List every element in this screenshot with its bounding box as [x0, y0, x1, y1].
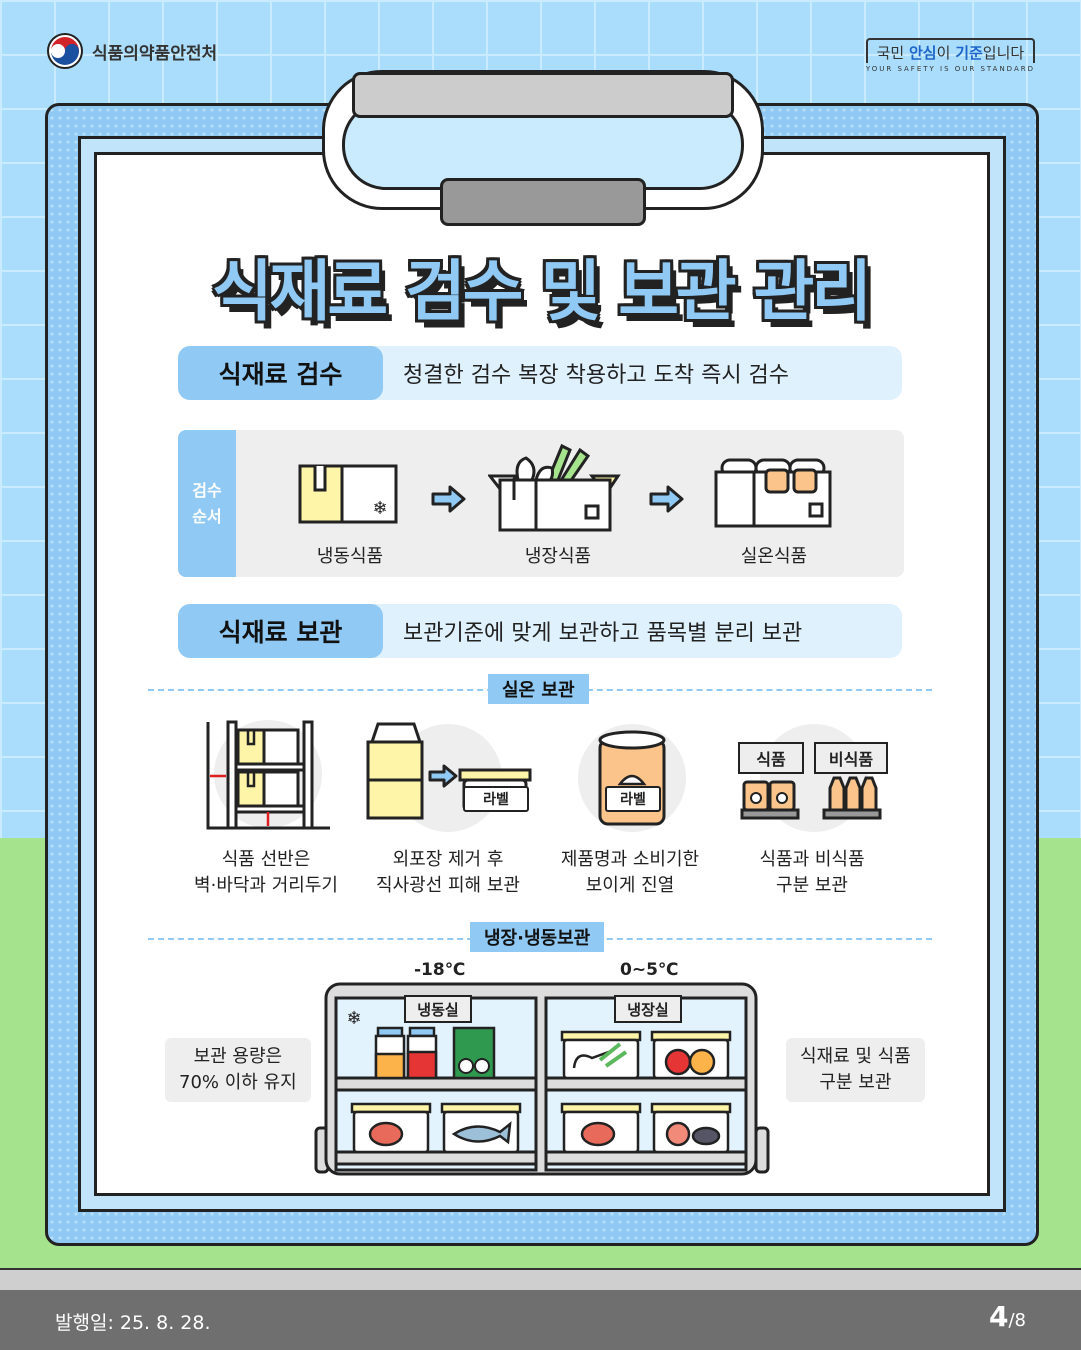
- freezer-label: 냉동실: [404, 995, 472, 1023]
- shelf-distance-icon: [206, 720, 330, 830]
- agency-logo: 식품의약품안전처: [46, 32, 217, 70]
- clip-bottom-bar: [440, 178, 646, 226]
- slogan-main: 국민 안심이 기준입니다: [865, 38, 1035, 63]
- inspection-label: 식재료 검수: [178, 346, 383, 400]
- food-tag: 식품: [738, 742, 804, 774]
- nonfood-tag: 비식품: [814, 742, 888, 774]
- canned-goods-box-icon: [714, 458, 832, 528]
- storage-text: 보관기준에 맞게 보관하고 품목별 분리 보관: [403, 621, 803, 646]
- room-temp-tag: 실온 보관: [488, 674, 589, 704]
- page-title: 식재료 검수 및 보관 관리: [211, 253, 872, 330]
- publish-date: 발행일: 25. 8. 28.: [55, 1312, 211, 1334]
- fridge-label: 냉장실: [614, 995, 682, 1023]
- page-current: 4: [988, 1300, 1009, 1333]
- label-tag: 라벨: [605, 786, 661, 812]
- slogan: 국민 안심이 기준입니다 YOUR SAFETY IS OUR STANDARD: [865, 38, 1035, 73]
- floor-strip: [0, 1268, 1081, 1292]
- footer-bar: [0, 1290, 1081, 1350]
- svg-text:❄: ❄: [346, 1008, 361, 1029]
- refrigerator-illustration: ❄: [314, 982, 770, 1176]
- storage-bar: 식재료 보관 보관기준에 맞게 보관하고 품목별 분리 보관: [178, 604, 902, 658]
- svg-text:❄: ❄: [372, 498, 387, 519]
- inspection-text: 청결한 검수 복장 착용하고 도착 즉시 검수: [403, 363, 790, 388]
- frozen-box-icon: ❄: [298, 464, 398, 524]
- taegeuk-emblem-icon: [47, 33, 83, 69]
- cold-storage-tag: 냉장·냉동보관: [470, 922, 605, 952]
- fridge-temperature: 0~5℃: [620, 960, 679, 980]
- agency-name: 식품의약품안전처: [92, 43, 218, 64]
- arrow-right-icon: [431, 485, 466, 513]
- storage-label: 식재료 보관: [178, 604, 383, 658]
- slogan-sub: YOUR SAFETY IS OUR STANDARD: [865, 65, 1035, 73]
- label-tag: 라벨: [463, 786, 529, 812]
- vegetable-box-icon: [488, 443, 621, 532]
- step-chilled-caption: 냉장식품: [524, 546, 592, 567]
- page-number: 4/8: [989, 1300, 1026, 1333]
- clip-top-bar: [352, 72, 734, 118]
- food-nonfood-shelf-icon: [740, 724, 882, 832]
- freezer-temperature: -18℃: [414, 960, 466, 980]
- step-room-caption: 실온식품: [740, 546, 808, 567]
- inspection-bar: 식재료 검수 청결한 검수 복장 착용하고 도착 즉시 검수: [178, 346, 902, 400]
- canned-food-icon: [578, 724, 686, 832]
- unpack-label-icon: [366, 722, 532, 832]
- arrow-right-icon: [649, 485, 684, 513]
- page-total: /8: [1008, 1310, 1026, 1331]
- step-frozen-caption: 냉동식품: [316, 546, 384, 567]
